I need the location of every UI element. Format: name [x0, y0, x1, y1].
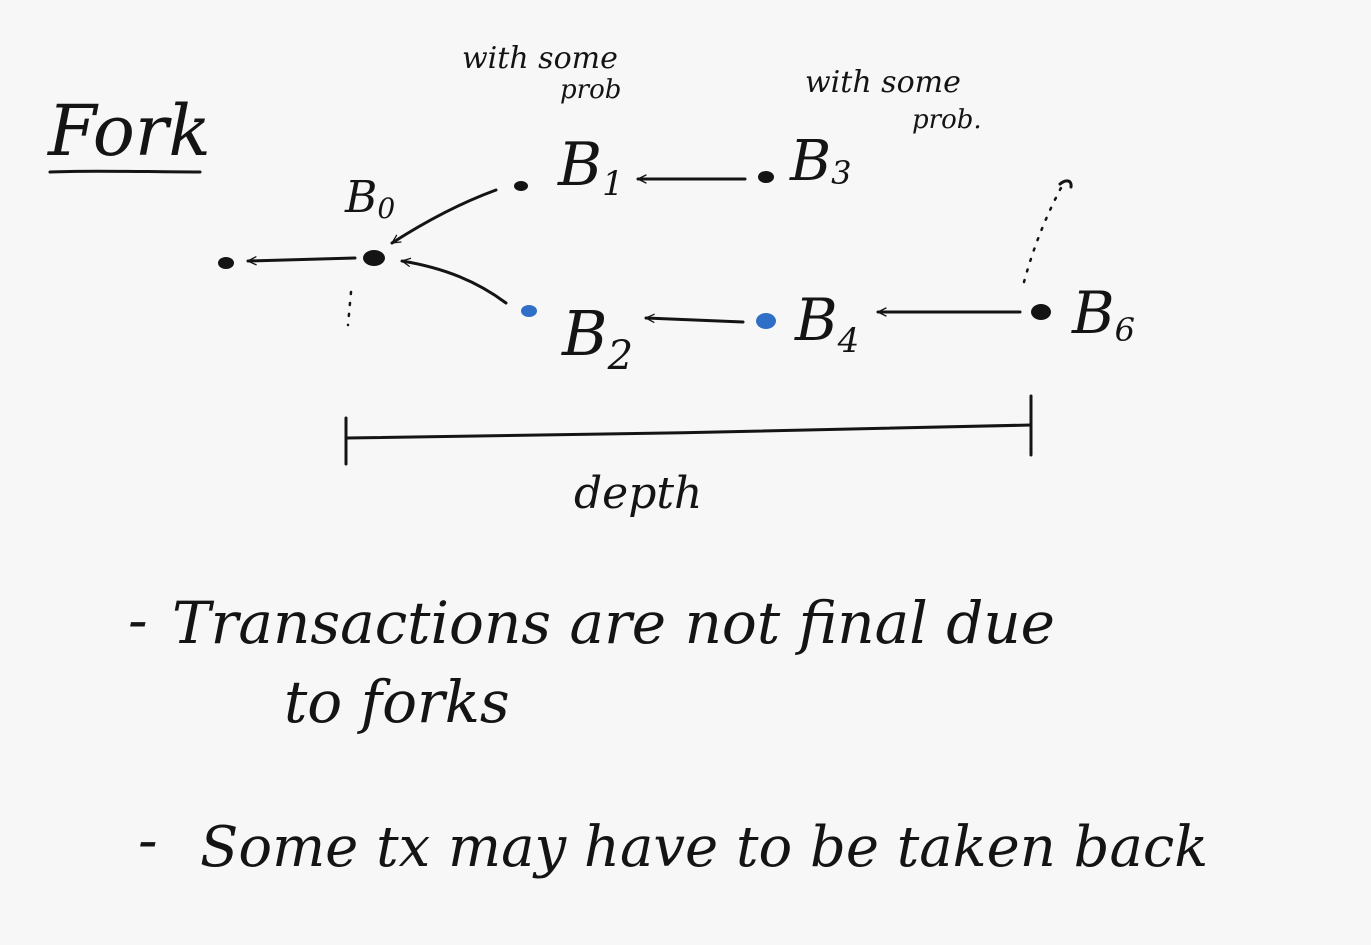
note-line: Transactions are not final due	[172, 589, 1055, 657]
block-b3-node	[758, 171, 774, 183]
edge-b4-to-b2-arrow	[644, 313, 745, 324]
prob-annotation-left: with some prob	[462, 41, 621, 105]
block-b1-node	[514, 181, 528, 191]
block-b3-label: B3	[789, 129, 852, 194]
block-b6-label: B6	[1071, 279, 1135, 349]
block-b1-label: B1	[557, 130, 624, 204]
block-b2-node	[521, 305, 537, 317]
note-marker: -	[138, 806, 158, 874]
block-b2-label: B2	[561, 297, 633, 379]
annotation-line: prob.	[912, 105, 982, 135]
dotted-branch-below-b0	[346, 290, 353, 327]
block-b2: B2	[521, 297, 633, 379]
note-forks-not-final: - Transactions are not final due to fork…	[128, 586, 1055, 736]
block-b4: B4	[756, 286, 859, 361]
prob-annotation-right: with some prob.	[805, 65, 982, 135]
depth-bracket-line	[345, 423, 1033, 440]
dotted-branch-above-b6	[1022, 184, 1064, 284]
block-b6: B6	[1031, 279, 1135, 349]
edge-b2-to-b0-arrow	[400, 257, 508, 305]
block-b6-node	[1031, 304, 1051, 320]
annotation-line: with some	[805, 65, 961, 100]
block-b0-node	[363, 250, 385, 266]
title-underline	[48, 169, 202, 174]
edge-b1-to-b0-arrow	[390, 188, 498, 245]
page-title: Fork	[46, 90, 211, 172]
annotation-line: prob	[560, 75, 621, 105]
block-b3: B3	[758, 129, 852, 194]
depth-bracket: depth	[344, 394, 1033, 519]
note-marker: -	[128, 586, 148, 654]
note-line: Some tx may have to be taken back	[200, 815, 1208, 880]
depth-label: depth	[574, 468, 702, 519]
note-tx-taken-back: - Some tx may have to be taken back	[138, 806, 1208, 880]
block-b0: B0	[344, 172, 395, 266]
block-b0-label: B0	[344, 172, 395, 225]
block-b4-node	[756, 313, 776, 329]
block-b4-label: B4	[794, 286, 859, 361]
annotation-line: with some	[462, 41, 618, 76]
block-b1: B1	[514, 130, 624, 204]
prev-block-node	[218, 257, 234, 269]
edge-b0-to-prev-arrow	[246, 256, 357, 266]
question-hook	[1058, 179, 1073, 189]
note-line: to forks	[284, 668, 510, 736]
